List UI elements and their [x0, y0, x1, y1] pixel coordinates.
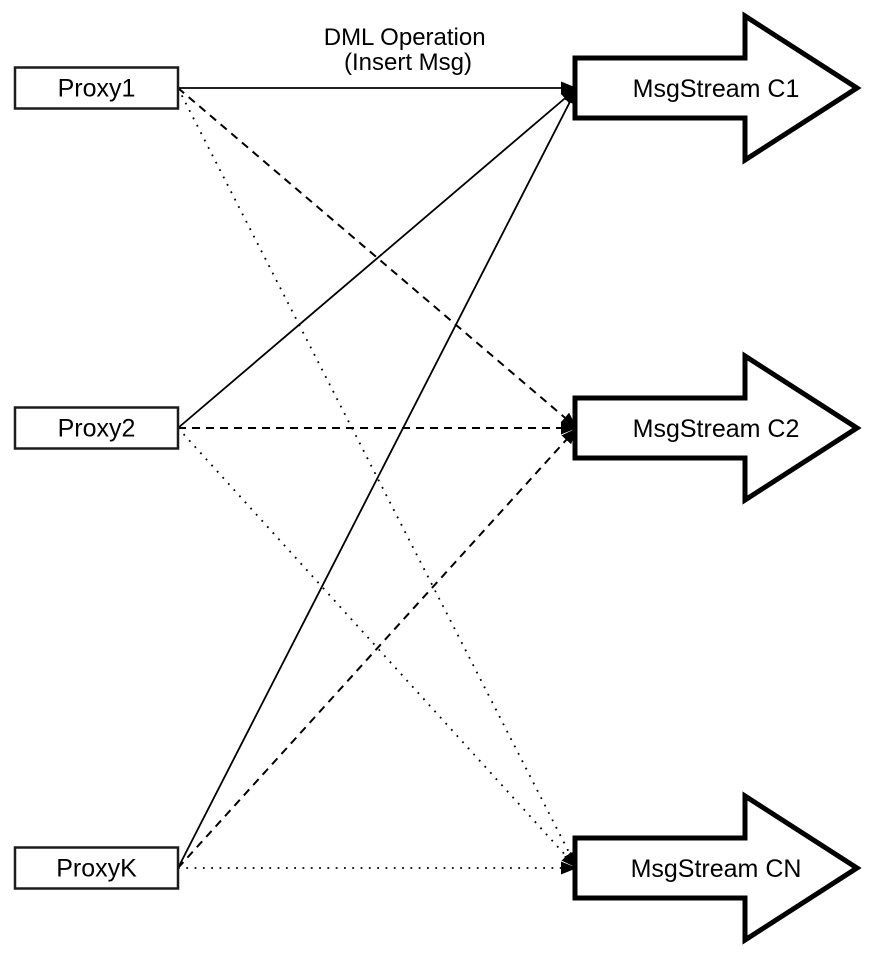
- dml-operation-line2: (Insert Msg): [344, 49, 472, 76]
- proxyk-label: ProxyK: [56, 855, 137, 883]
- proxy1-label: Proxy1: [58, 75, 136, 103]
- node-proxy1: Proxy1: [13, 66, 180, 110]
- msgstream-cn-arrow-shape: [572, 791, 862, 945]
- proxy1-box: [13, 66, 180, 110]
- msgstream-c2-arrow-shape: [572, 351, 862, 505]
- proxy2-box: [13, 406, 180, 450]
- node-proxy2: Proxy2: [13, 406, 180, 450]
- edge-proxy1-c2-dashed: [177, 87, 578, 429]
- node-msgstream-c1: MsgStream C1: [572, 11, 862, 165]
- edge-proxyk-c2-dashed: [177, 427, 578, 869]
- msgstream-c2-label: MsgStream C2: [633, 415, 800, 443]
- msgstream-c1-label: MsgStream C1: [633, 75, 800, 103]
- node-proxyk: ProxyK: [13, 846, 180, 890]
- node-msgstream-c2: MsgStream C2: [572, 351, 862, 505]
- proxyk-box: [13, 846, 180, 890]
- edge-proxy2-c1-solid: [177, 87, 578, 429]
- proxy2-label: Proxy2: [58, 415, 136, 443]
- msgstream-cn-label: MsgStream CN: [631, 855, 802, 883]
- dml-operation-line1: DML Operation: [324, 24, 486, 51]
- edges-layer: [177, 81, 578, 875]
- node-msgstream-cn: MsgStream CN: [572, 791, 862, 945]
- msgstream-c1-arrow-shape: [572, 11, 862, 165]
- dml-operation-label: DML Operation (Insert Msg): [324, 24, 493, 76]
- edge-proxyk-c1-solid: [177, 87, 578, 869]
